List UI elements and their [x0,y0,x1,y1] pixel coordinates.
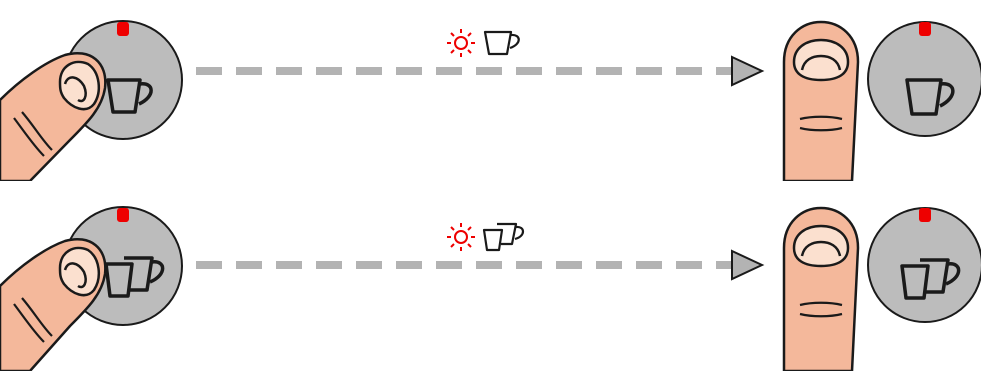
indicator-light [919,208,931,222]
finger-releasing [784,208,858,371]
arrow-head [732,57,762,85]
finger-pressing [0,239,105,371]
transition-status [447,29,519,57]
finger-nail [794,226,848,266]
transition-status [447,223,523,251]
finger-pressing [0,53,105,181]
indicator-light [919,22,931,36]
transition-arrow [196,251,762,279]
transition-arrow [196,57,762,85]
indicator-light [117,208,129,222]
row-double-cup [0,207,981,371]
finger-releasing [784,22,858,181]
row-single-cup [0,21,981,181]
light-sun-icon [447,29,475,57]
arrow-head [732,251,762,279]
single-cup-icon [485,32,519,54]
light-sun-icon [447,223,475,251]
double-cup-icon [484,224,523,250]
finger-nail [794,40,848,80]
coffee-button-released [868,22,981,136]
indicator-light [117,22,129,36]
coffee-button-released [868,208,981,322]
